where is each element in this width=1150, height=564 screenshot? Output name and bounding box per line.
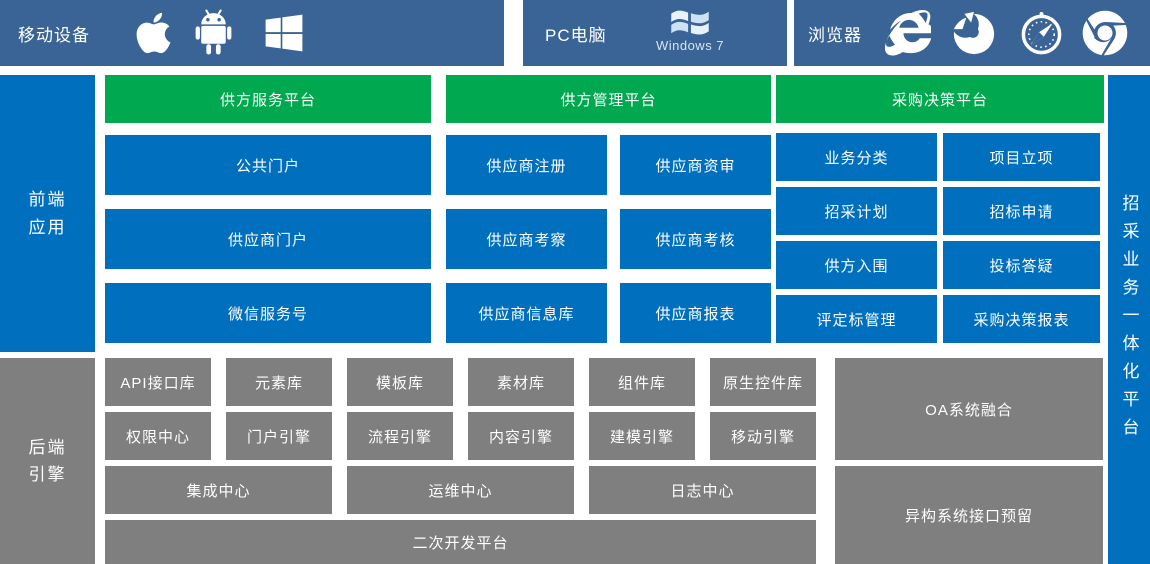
box-supplier-report: 供应商报表 — [620, 283, 771, 343]
box-supplier-infobase: 供应商信息库 — [446, 283, 607, 343]
safari-icon — [1018, 9, 1065, 56]
box-template-library: 模板库 — [347, 358, 453, 406]
banner-mobile-section: 移动设备 — [0, 0, 504, 66]
box-portal-engine: 门户引擎 — [226, 412, 332, 460]
box-supplier-inspect: 供应商考察 — [446, 209, 607, 269]
box-api-library: API接口库 — [105, 358, 211, 406]
backend-sidebar: 后端 引擎 — [0, 358, 95, 564]
windows-icon — [262, 12, 306, 54]
box-public-portal: 公共门户 — [105, 135, 431, 195]
box-supplier-portal: 供应商门户 — [105, 209, 431, 269]
banner-pc-section: PC电脑 Windows 7 — [523, 0, 787, 66]
box-native-control-library: 原生控件库 — [710, 358, 816, 406]
box-supplier-register: 供应商注册 — [446, 135, 607, 195]
box-supplier-shortlist: 供方入围 — [776, 241, 937, 289]
box-wechat-service: 微信服务号 — [105, 283, 431, 343]
box-bid-qa: 投标答疑 — [943, 241, 1100, 289]
box-supplier-assess: 供应商考核 — [620, 209, 771, 269]
box-modeling-engine: 建模引擎 — [589, 412, 695, 460]
header-procurement-decision-platform: 采购决策平台 — [776, 75, 1104, 123]
box-log-center: 日志中心 — [589, 466, 816, 514]
firefox-icon — [951, 10, 997, 56]
box-secondary-dev-platform: 二次开发平台 — [105, 520, 816, 564]
box-integration-center: 集成中心 — [105, 466, 332, 514]
box-material-library: 素材库 — [468, 358, 574, 406]
box-project-initiation: 项目立项 — [943, 133, 1100, 181]
windows7-label: Windows 7 — [655, 38, 725, 53]
box-element-library: 元素库 — [226, 358, 332, 406]
box-ops-center: 运维中心 — [347, 466, 574, 514]
box-permission-center: 权限中心 — [105, 412, 211, 460]
box-decision-report: 采购决策报表 — [943, 295, 1100, 343]
frontend-sidebar: 前端 应用 — [0, 75, 95, 352]
box-oa-integration: OA系统融合 — [835, 358, 1103, 460]
banner-browser-label: 浏览器 — [808, 25, 862, 45]
windows7-flag-icon — [667, 7, 713, 37]
backend-sidebar-line2: 引擎 — [28, 465, 67, 484]
backend-sidebar-line1: 后端 — [28, 437, 67, 457]
frontend-sidebar-line2: 应用 — [28, 217, 67, 237]
frontend-sidebar-line1: 前端 — [28, 190, 67, 210]
android-icon — [193, 9, 234, 56]
windows7-logo: Windows 7 — [635, 7, 745, 53]
header-supplier-management-platform: 供方管理平台 — [446, 75, 771, 123]
box-procurement-plan: 招采计划 — [776, 187, 937, 235]
apple-icon — [135, 10, 172, 56]
box-business-category: 业务分类 — [776, 133, 937, 181]
box-component-library: 组件库 — [589, 358, 695, 406]
banner-pc-label: PC电脑 — [545, 25, 607, 45]
ie-icon — [885, 10, 931, 56]
banner-browser-section: 浏览器 — [794, 0, 1150, 66]
banner-mobile-label: 移动设备 — [18, 25, 90, 45]
box-evaluation-management: 评定标管理 — [776, 295, 937, 343]
box-heterogeneous-interface: 异构系统接口预留 — [835, 466, 1103, 564]
right-platform-bar: 招采业务一体化平台 — [1108, 75, 1150, 564]
box-supplier-review: 供应商资审 — [620, 135, 771, 195]
box-bid-application: 招标申请 — [943, 187, 1100, 235]
chrome-icon — [1082, 10, 1128, 56]
box-workflow-engine: 流程引擎 — [347, 412, 453, 460]
right-platform-bar-label: 招采业务一体化平台 — [1119, 193, 1139, 446]
box-content-engine: 内容引擎 — [468, 412, 574, 460]
box-mobile-engine: 移动引擎 — [710, 412, 816, 460]
header-supplier-service-platform: 供方服务平台 — [105, 75, 431, 123]
